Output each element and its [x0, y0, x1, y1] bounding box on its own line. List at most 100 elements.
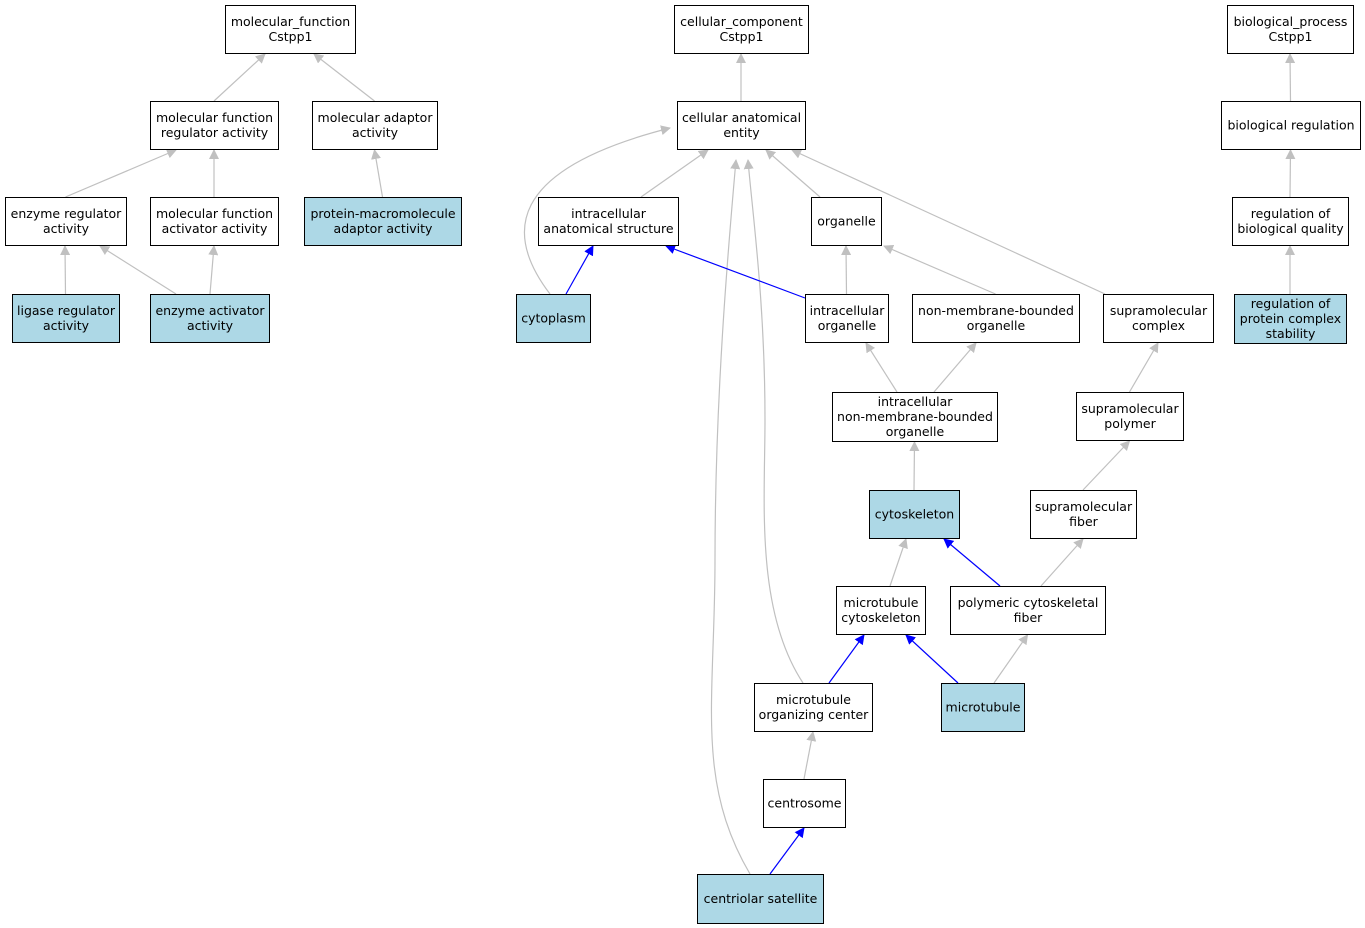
edge-intra_org-to-organelle: [841, 245, 852, 295]
edge-line: [791, 149, 1106, 295]
highlighted-term-box: [697, 874, 824, 924]
term-label-line: Cstpp1: [269, 29, 313, 44]
term-box: [225, 5, 356, 54]
edge-line: [1285, 53, 1296, 102]
edge-supra_polymer-to-supra_complex: [1128, 342, 1159, 393]
term-label-line: ligase regulator: [17, 303, 116, 318]
term-box: [674, 5, 809, 54]
term-label-line: regulation of: [1251, 206, 1331, 221]
term-label-line: entity: [723, 125, 760, 140]
node-cent-sat[interactable]: centriolar satellite: [697, 874, 824, 924]
edge-cytoplasm-to-cae: [523, 125, 671, 295]
node-cytoplasm[interactable]: cytoplasm: [516, 294, 591, 343]
edge-line: [665, 244, 806, 299]
term-label-line: centrosome: [768, 796, 842, 811]
edge-line: [523, 125, 671, 295]
edge-mtoc-to-mt_cyto: [828, 634, 865, 684]
edge-poly_fiber-to-supra_fiber: [1040, 538, 1084, 587]
edge-line: [905, 634, 959, 684]
term-box: [538, 197, 679, 246]
node-inmbo[interactable]: intracellularnon-membrane-boundedorganel…: [832, 392, 998, 442]
term-label-line: organizing center: [759, 707, 869, 722]
term-label-line: intracellular: [810, 303, 886, 318]
edge-line: [993, 634, 1029, 684]
edge-line: [99, 245, 177, 295]
term-box: [805, 294, 889, 343]
term-box: [763, 779, 846, 828]
node-organelle[interactable]: organelle: [811, 197, 882, 246]
term-label-line: complex: [1132, 318, 1185, 333]
edge-supra_fiber-to-supra_polymer: [1082, 440, 1131, 491]
edge-reg_bq-to-bio_reg: [1285, 149, 1296, 198]
edge-intra_org-to-ias: [665, 244, 806, 299]
term-label-line: molecular_function: [231, 14, 350, 29]
term-box: [1030, 490, 1137, 539]
edge-line: [828, 634, 865, 684]
term-label-line: anatomical structure: [543, 221, 673, 236]
term-label-line: cytoskeleton: [875, 507, 954, 522]
edge-line: [1128, 342, 1159, 393]
term-box: [312, 101, 438, 150]
edge-line: [909, 441, 920, 491]
term-label-line: microtubule: [946, 700, 1021, 715]
term-label-line: enzyme activator: [155, 303, 265, 318]
term-label-line: molecular function: [156, 206, 273, 221]
term-box: [1227, 5, 1354, 54]
edge-microtubule-to-poly_fiber: [993, 634, 1029, 684]
term-box: [836, 586, 926, 635]
edge-line: [313, 53, 375, 102]
term-label-line: regulator activity: [161, 125, 269, 140]
node-microtubule[interactable]: microtubule: [941, 683, 1025, 732]
node-centrosome[interactable]: centrosome: [763, 779, 846, 828]
term-label-line: organelle: [886, 424, 945, 439]
edge-mf_adaptor-to-mf_root: [313, 53, 375, 102]
node-bio-reg[interactable]: biological regulation: [1221, 101, 1361, 150]
term-label-line: non-membrane-bounded: [918, 303, 1074, 318]
edge-line: [865, 342, 898, 393]
term-label-line: protein complex: [1240, 311, 1341, 326]
term-label-line: adaptor activity: [334, 221, 434, 236]
highlighted-term-box: [304, 197, 462, 246]
edge-cent_sat-to-centrosome: [769, 827, 805, 875]
term-label-line: polymer: [1104, 416, 1156, 431]
term-box: [150, 101, 279, 150]
edge-ligase_reg-to-enz_reg: [60, 245, 71, 295]
term-box: [150, 197, 279, 246]
term-label-line: cellular anatomical: [682, 110, 801, 125]
node-cytoskeleton[interactable]: cytoskeleton: [869, 490, 960, 539]
edge-line: [1040, 538, 1084, 587]
edges-layer: [60, 53, 1296, 875]
edge-line: [803, 731, 817, 780]
edge-microtubule-to-mt_cyto: [905, 634, 959, 684]
term-label-line: cellular_component: [680, 14, 803, 29]
term-box: [1232, 197, 1349, 246]
edge-enz_activator-to-enz_reg: [99, 245, 177, 295]
term-label-line: activity: [352, 125, 399, 140]
highlighted-term-box: [869, 490, 960, 539]
edge-line: [213, 53, 266, 102]
highlighted-term-box: [516, 294, 591, 343]
